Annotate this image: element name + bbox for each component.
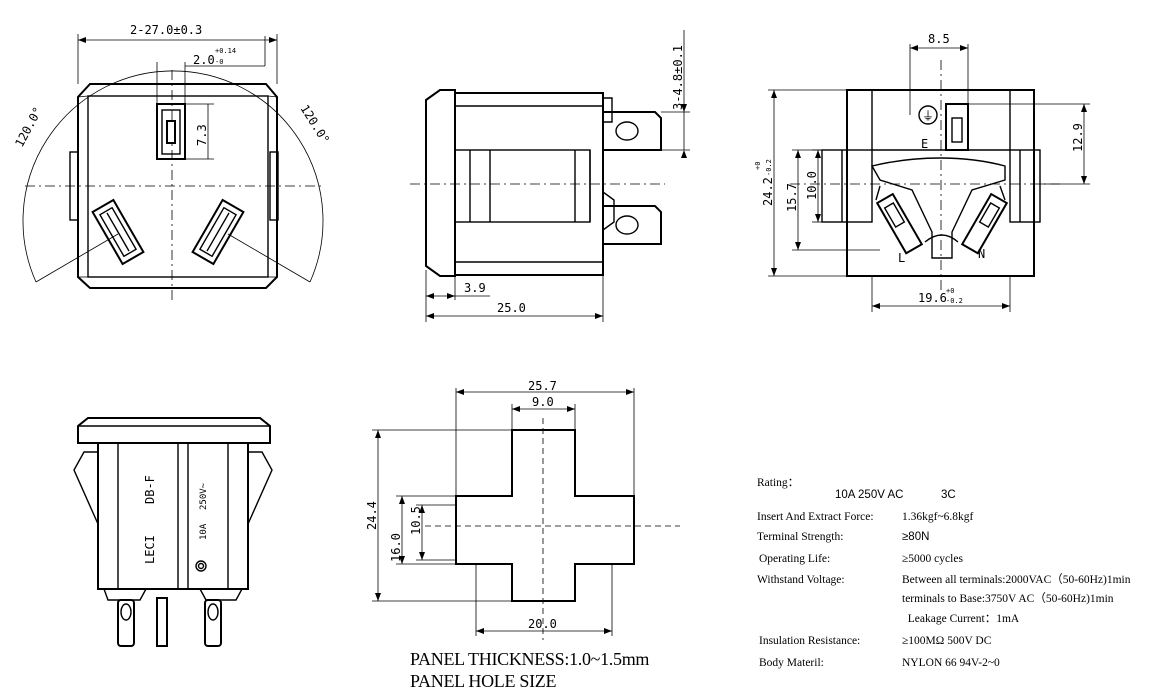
dim-hole-bottom: 20.0 bbox=[528, 617, 557, 631]
dim-angle-left: 120.0° bbox=[12, 105, 45, 150]
dim-rear-bottom-tol-dn: -0.2 bbox=[946, 297, 963, 305]
dim-hole-inner: 10.5 bbox=[409, 506, 423, 535]
label-n: N bbox=[978, 247, 985, 261]
dim-hole-mid-left: 16.0 bbox=[389, 533, 403, 562]
dim-slot-tol-up: +0.14 bbox=[215, 47, 236, 55]
label-l: L bbox=[898, 251, 905, 265]
dim-hole-outer: 24.4 bbox=[365, 501, 379, 530]
spec-value: 1.36kgf~6.8kgf bbox=[902, 511, 974, 523]
bottom-view: DB-F LECI 250V~ 10A bbox=[73, 417, 273, 647]
dim-slot-width: 2.0 bbox=[193, 53, 215, 67]
dim-rear-height: 24.2 bbox=[761, 177, 775, 206]
spec-key: Insert And Extract Force: bbox=[757, 511, 874, 523]
spec-key: Terminal Strength: bbox=[757, 531, 844, 543]
spec-key: Operating Life: bbox=[759, 553, 831, 565]
dim-rear-15-7: 15.7 bbox=[785, 183, 799, 212]
rating-label: Rating： bbox=[757, 477, 800, 489]
spec-value: terminals to Base:3750V AC（50-60Hz)1min bbox=[902, 593, 1114, 605]
panel-hole-note: PANEL HOLE SIZE bbox=[410, 671, 557, 691]
dim-angle-right: 120.0° bbox=[297, 102, 332, 146]
dim-slot-tol-dn: -0 bbox=[215, 58, 223, 66]
dim-rear-10-0: 10.0 bbox=[805, 171, 819, 200]
spec-key: Withstand Voltage: bbox=[757, 574, 845, 586]
spec-value: NYLON 66 94V-2~0 bbox=[902, 657, 1000, 669]
dim-depth: 25.0 bbox=[497, 301, 526, 315]
spec-value: Leakage Current：1mA bbox=[902, 613, 1020, 625]
earth-symbol: ⏚ bbox=[922, 109, 934, 123]
spec-key: Insulation Resistance: bbox=[759, 635, 861, 647]
spec-value: Between all terminals:2000VAC（50-60Hz)1m… bbox=[902, 574, 1131, 586]
dim-terminal: 3-4.8±0.1 bbox=[671, 45, 685, 110]
rating-value: 10A 250V AC bbox=[835, 489, 904, 501]
dim-rear-right: 12.9 bbox=[1071, 123, 1085, 152]
dim-rear-bottom: 19.6 bbox=[918, 291, 947, 305]
dim-rear-top: 8.5 bbox=[928, 32, 950, 46]
spec-value: ≥80N bbox=[902, 531, 930, 543]
marking-current: 10A bbox=[199, 523, 209, 540]
dim-rear-height-tol-up: +0 bbox=[754, 162, 762, 170]
spec-key: Body Materil: bbox=[759, 657, 824, 669]
marking-voltage: 250V~ bbox=[199, 482, 209, 510]
dim-hole-top: 25.7 bbox=[528, 379, 557, 393]
front-view: 2-27.0±0.3 2.0 +0.14 -0 7.3 120.0° 120.0… bbox=[12, 23, 332, 300]
dim-front-width: 2-27.0±0.3 bbox=[130, 23, 202, 37]
spec-value: ≥5000 cycles bbox=[902, 553, 963, 565]
panel-hole-view: 25.7 9.0 24.4 16.0 10.5 20.0 bbox=[365, 379, 680, 640]
marking-brand: LECI bbox=[143, 535, 157, 564]
dim-hole-mid: 9.0 bbox=[532, 395, 554, 409]
side-view: 3-4.8±0.1 3.9 25.0 bbox=[410, 30, 690, 322]
dim-rear-height-tol-dn: -0.2 bbox=[765, 159, 773, 176]
spec-value: ≥100MΩ 500V DC bbox=[902, 635, 992, 647]
dim-rear-bottom-tol-up: +0 bbox=[946, 287, 954, 295]
dim-flange: 3.9 bbox=[464, 281, 486, 295]
rear-view: ⏚ E L N 8.5 12.9 24.2 +0 bbox=[754, 32, 1090, 312]
marking-model: DB-F bbox=[143, 475, 157, 504]
dim-slot-height: 7.3 bbox=[195, 124, 209, 146]
label-e: E bbox=[921, 137, 928, 151]
panel-thickness-note: PANEL THICKNESS:1.0~1.5mm bbox=[410, 649, 650, 669]
rating-class: 3C bbox=[941, 489, 956, 501]
